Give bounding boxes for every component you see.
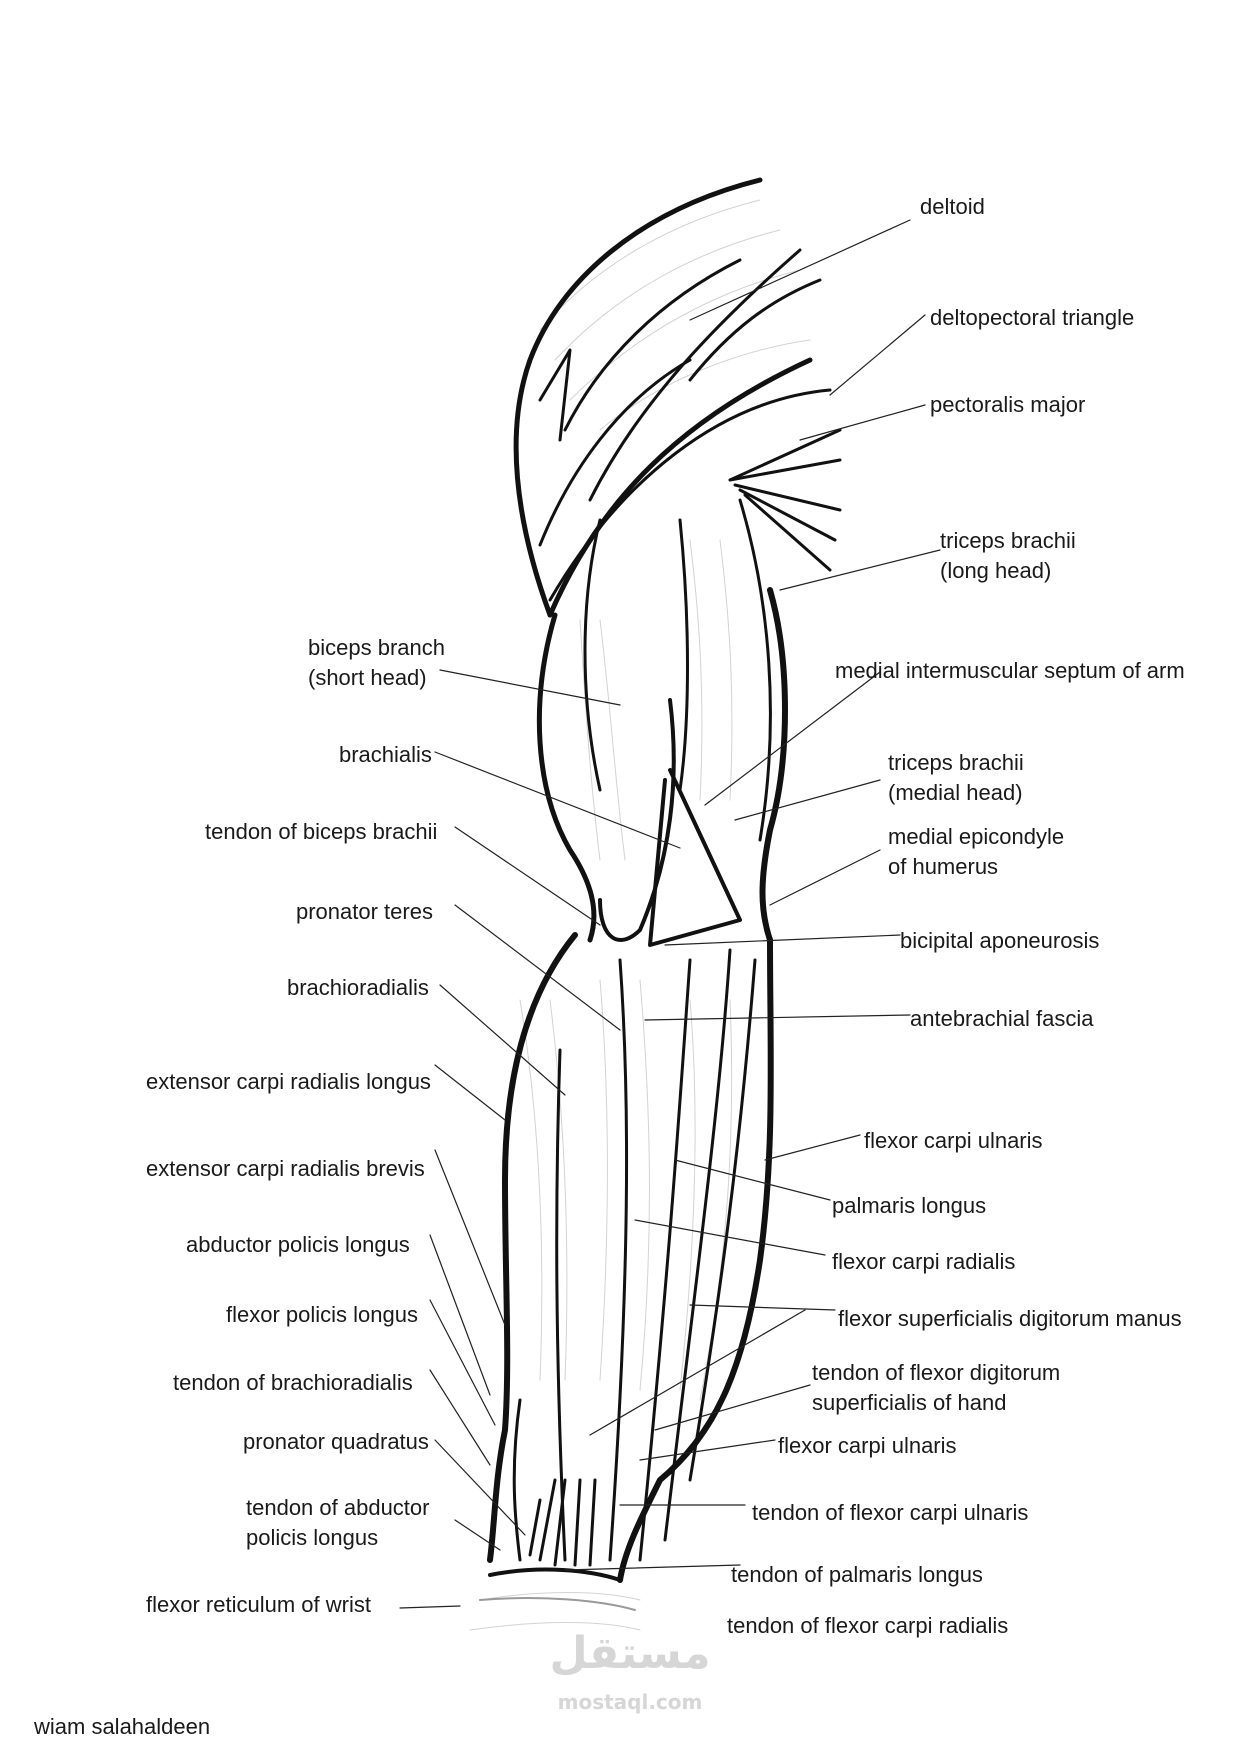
label-triceps-medial-head: triceps brachii (medial head) bbox=[888, 750, 1024, 805]
watermark-latin: mostaql.com bbox=[557, 1690, 703, 1714]
label-flexor-carpi-radialis: flexor carpi radialis bbox=[832, 1249, 1016, 1274]
pectoralis-fan bbox=[728, 428, 842, 572]
label-abductor-policis-longus: abductor policis longus bbox=[186, 1232, 410, 1257]
label-extensor-carpi-radialis-longus: extensor carpi radialis longus bbox=[146, 1069, 431, 1094]
label-tendon-of-abductor-policis-longus: tendon of abductor policis longus bbox=[246, 1495, 430, 1550]
label-deltoid: deltoid bbox=[920, 194, 985, 219]
biceps-tendon bbox=[598, 698, 676, 942]
leader-lines bbox=[399, 219, 941, 1609]
muscle-shading bbox=[469, 199, 811, 1631]
deltoid-front-edge bbox=[547, 357, 813, 618]
watermark-arabic: مستقل bbox=[549, 1628, 711, 1679]
label-flexor-superficialis-digitorum-manus: flexor superficialis digitorum manus bbox=[838, 1306, 1182, 1331]
brachialis-wedge bbox=[648, 768, 742, 947]
label-antebrachial-fascia: antebrachial fascia bbox=[910, 1006, 1094, 1031]
label-tendon-flexor-digitorum-superficialis: tendon of flexor digitorum superficialis… bbox=[812, 1360, 1061, 1415]
label-tendon-of-biceps-brachii: tendon of biceps brachii bbox=[205, 819, 438, 844]
label-biceps-short-head: biceps branch (short head) bbox=[308, 635, 445, 690]
label-extensor-carpi-radialis-brevis: extensor carpi radialis brevis bbox=[146, 1156, 425, 1181]
wrist-tendons bbox=[528, 1478, 597, 1567]
author-credit: wiam salahaldeen bbox=[34, 1714, 211, 1739]
forearm-medial-outline bbox=[617, 937, 774, 1583]
label-flexor-carpi-ulnaris-lower: flexor carpi ulnaris bbox=[778, 1433, 957, 1458]
label-brachioradialis: brachioradialis bbox=[287, 975, 429, 1000]
biceps-outline bbox=[536, 612, 597, 943]
label-flexor-carpi-ulnaris-upper: flexor carpi ulnaris bbox=[864, 1128, 1043, 1153]
label-brachialis: brachialis bbox=[339, 742, 432, 767]
label-pronator-teres: pronator teres bbox=[296, 899, 433, 924]
forearm-lateral-outline bbox=[487, 932, 578, 1563]
label-pronator-quadratus: pronator quadratus bbox=[243, 1429, 429, 1454]
label-bicipital-aponeurosis: bicipital aponeurosis bbox=[900, 928, 1100, 953]
label-medial-intermuscular-septum: medial intermuscular septum of arm bbox=[835, 658, 1185, 683]
label-tendon-of-brachioradialis: tendon of brachioradialis bbox=[173, 1370, 413, 1395]
label-flexor-policis-longus: flexor policis longus bbox=[226, 1302, 418, 1327]
label-flexor-reticulum-of-wrist: flexor reticulum of wrist bbox=[146, 1592, 371, 1617]
label-tendon-of-flexor-carpi-radialis: tendon of flexor carpi radialis bbox=[727, 1613, 1009, 1638]
wrist-outline bbox=[488, 1567, 622, 1582]
label-pectoralis-major: pectoralis major bbox=[930, 392, 1086, 417]
deltoid-outline bbox=[513, 177, 763, 618]
label-deltopectoral-triangle: deltopectoral triangle bbox=[930, 305, 1135, 330]
label-medial-epicondyle: medial epicondyle of humerus bbox=[888, 824, 1065, 879]
label-tendon-of-flexor-carpi-ulnaris: tendon of flexor carpi ulnaris bbox=[752, 1500, 1029, 1525]
label-tendon-of-palmaris-longus: tendon of palmaris longus bbox=[731, 1562, 983, 1587]
label-palmaris-longus: palmaris longus bbox=[832, 1193, 987, 1218]
label-triceps-long-head: triceps brachii (long head) bbox=[940, 528, 1076, 583]
